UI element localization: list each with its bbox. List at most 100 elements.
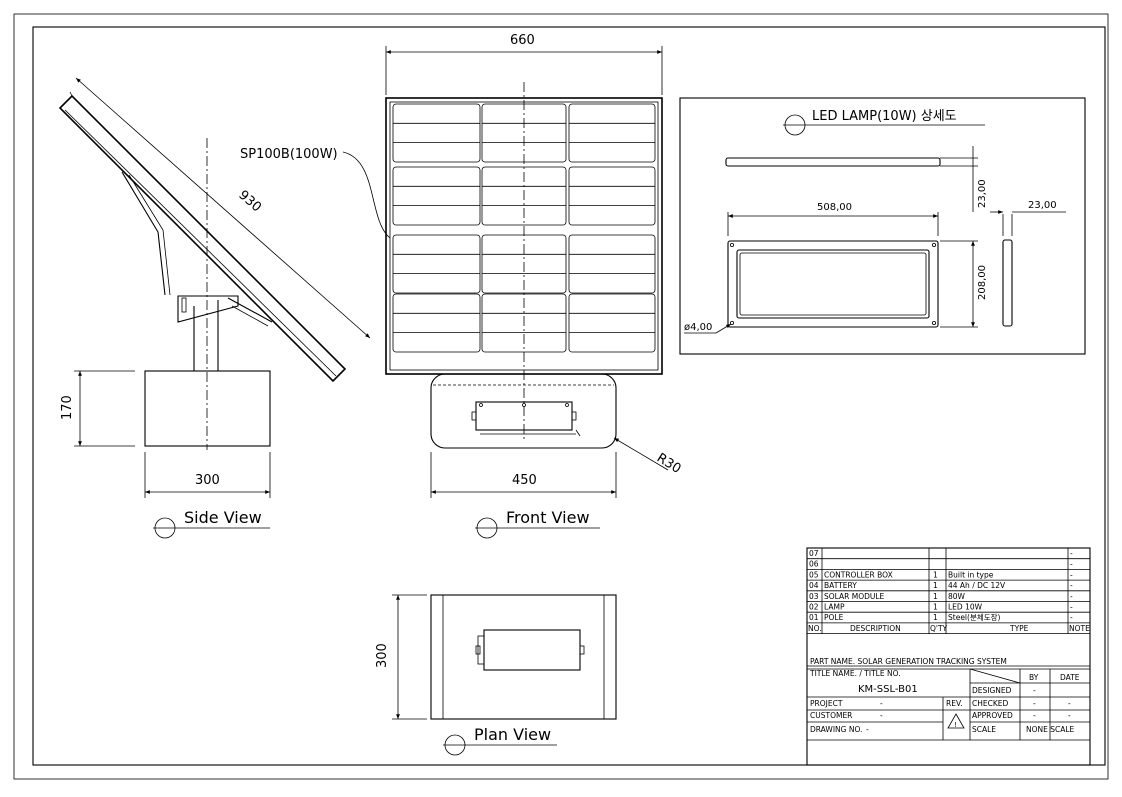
led-hole-dim: ø4,00 (684, 322, 712, 333)
led-thickness-top: 23,00 (1028, 200, 1057, 211)
checked-date: - (1068, 699, 1071, 708)
led-height-dim: 208,00 (977, 265, 988, 300)
side-length-dim: 930 (235, 188, 264, 216)
front-view-title: Front View (506, 508, 590, 527)
bom-row: 04 BATTERY 1 44 Ah / DC 12V - (807, 580, 1090, 592)
controller-box-plan (483, 629, 581, 671)
panel-cell (568, 166, 656, 226)
bom-cell-no: 03 (809, 592, 819, 601)
side-base (144, 370, 271, 447)
bom-table: 07-06 - 05 CONTROLLER BOX 1 Built in type - 04 B… (807, 548, 1090, 634)
bom-cell-type: TYPE (1009, 624, 1029, 633)
approved-label: APPROVED (972, 711, 1013, 720)
panel-model-label: SP100B(100W) (240, 147, 338, 162)
bom-cell-type: Steel(분체도장) (948, 612, 1001, 622)
bom-row: 06 - (807, 558, 1090, 570)
bom-cell-qty: Q'TY (930, 624, 948, 633)
bom-row: 03 SOLAR MODULE 1 80W - (807, 590, 1090, 602)
bom-cell-qty: 1 (933, 613, 938, 622)
checked-label: CHECKED (972, 699, 1009, 708)
bom-cell-note: - (1070, 581, 1073, 590)
approved-date: - (1068, 711, 1071, 720)
bom-cell-note: - (1070, 603, 1073, 612)
panel-cell (568, 234, 656, 294)
bom-cell-note: - (1070, 560, 1073, 569)
bom-cell-type: Built in type (948, 570, 994, 579)
bom-cell-no: 04 (809, 581, 819, 590)
bom-cell-desc: SOLAR MODULE (824, 592, 885, 601)
panel-cell (568, 103, 656, 163)
bom-cell-note: - (1070, 549, 1073, 558)
led-width-dim: 508,00 (817, 202, 852, 213)
bom-cell-qty: 1 (933, 581, 938, 590)
customer-label: CUSTOMER (810, 711, 852, 720)
panel-cell (392, 166, 481, 226)
bom-row: 07- (807, 548, 1090, 560)
side-base-width-dim: 300 (195, 473, 220, 488)
plan-height-dim: 300 (375, 643, 390, 668)
panel-cell (568, 293, 656, 353)
bom-cell-desc: DESCRIPTION (850, 624, 901, 633)
drawing-no-value: - (866, 725, 869, 734)
side-panel (58, 94, 347, 383)
bom-cell-type: 80W (948, 592, 966, 601)
rev-triangle-icon (947, 713, 965, 729)
led-thickness-side: 23,00 (977, 179, 988, 208)
customer-value: - (880, 711, 883, 720)
led-detail: LED LAMP(10W) 상세도 23,00 508,00 208,00 ø4… (679, 97, 1086, 355)
scale-label: SCALE (972, 725, 996, 734)
plan-view-title: Plan View (474, 725, 551, 744)
front-view: 660 SP100B(100W) R30 450 Front View (240, 33, 684, 539)
scale-value: NONE SCALE (1026, 725, 1075, 734)
date-header: DATE (1060, 673, 1080, 682)
rev-label: REV. (946, 699, 963, 708)
bom-cell-qty: 1 (933, 570, 938, 579)
svg-text:!: ! (954, 721, 957, 729)
bom-cell-note: - (1070, 570, 1073, 579)
front-base-width-dim: 450 (512, 473, 537, 488)
bom-cell-qty: 1 (933, 603, 938, 612)
base-height-dim: 170 (60, 395, 75, 420)
by-header: BY (1029, 673, 1039, 682)
project-value: - (880, 699, 883, 708)
title-no: KM-SSL-B01 (858, 684, 918, 695)
front-base (430, 373, 617, 449)
led-lamp-body (727, 240, 939, 328)
bom-cell-no: NO. (808, 624, 822, 633)
bom-cell-no: 06 (809, 560, 819, 569)
front-width-dim: 660 (510, 33, 535, 48)
title-label: TITLE NAME. / TITLE NO. (809, 669, 901, 678)
radius-label: R30 (654, 451, 684, 477)
bom-cell-type: LED 10W (948, 603, 983, 612)
drawing-no-label: DRAWING NO. (810, 725, 862, 734)
bom-cell-note: NOTE (1069, 624, 1090, 633)
bom-cell-qty: 1 (933, 592, 938, 601)
side-view-title: Side View (184, 508, 262, 527)
bom-cell-no: 01 (809, 613, 819, 622)
led-side-profile (1002, 239, 1013, 327)
bom-cell-note: - (1070, 592, 1073, 601)
bom-row: 05 CONTROLLER BOX 1 Built in type - (807, 569, 1090, 581)
bom-cell-desc: LAMP (824, 603, 845, 612)
inner-border (32, 26, 1106, 766)
bom-cell-desc: CONTROLLER BOX (824, 570, 893, 579)
led-detail-frame (679, 97, 1086, 355)
outer-border (13, 13, 1109, 780)
bom-cell-no: 05 (809, 570, 819, 579)
designed-label: DESIGNED (972, 686, 1012, 695)
led-strip-top (725, 157, 941, 167)
bom-cell-desc: POLE (824, 613, 844, 622)
panel-cell (392, 234, 481, 294)
led-detail-title: LED LAMP(10W) 상세도 (812, 109, 957, 124)
bom-cell-type: 44 Ah / DC 12V (948, 581, 1006, 590)
bom-cell-desc: BATTERY (824, 581, 857, 590)
part-name: PART NAME. SOLAR GENERATION TRACKING SYS… (810, 657, 1007, 666)
plan-base (430, 594, 617, 720)
designed-value: - (1033, 686, 1036, 695)
checked-by: - (1033, 699, 1036, 708)
approved-by: - (1033, 711, 1036, 720)
